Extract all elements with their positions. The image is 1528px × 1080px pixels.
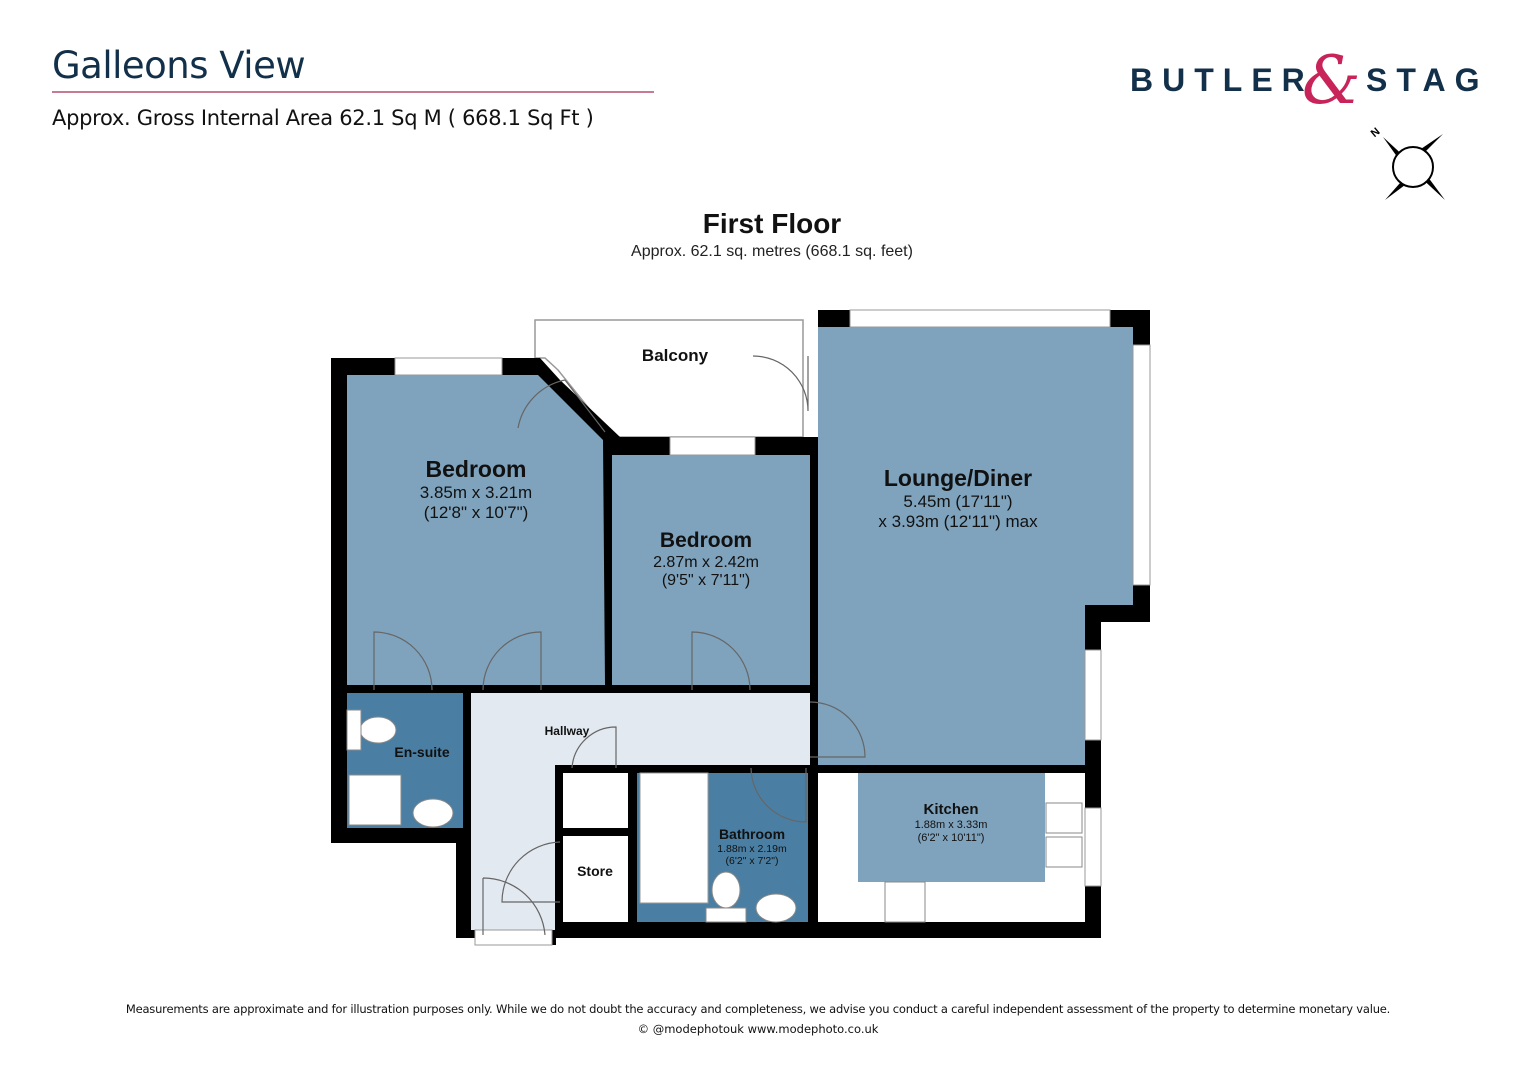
kitchen-label: Kitchen <box>923 801 978 818</box>
windows <box>394 309 1151 946</box>
bath-tub <box>639 772 709 904</box>
bedroom-1 <box>347 375 605 685</box>
balcony-label: Balcony <box>642 346 709 365</box>
lounge-dim-m: 5.45m (17'11") <box>903 492 1012 511</box>
bedroom-1-dim-ft: (12'8" x 10'7") <box>424 503 529 522</box>
title-divider <box>52 91 654 93</box>
store-label: Store <box>577 863 613 879</box>
disclaimer: Measurements are approximate and for ill… <box>125 1002 1391 1016</box>
copyright: © @modephotouk www.modephoto.co.uk <box>637 1022 879 1036</box>
bathroom-dim-ft: (6'2" x 7'2") <box>726 855 779 867</box>
logo-word-right: STAG <box>1366 62 1489 98</box>
hallway <box>471 693 810 930</box>
hallway-label: Hallway <box>545 724 590 738</box>
compass-icon: N <box>1369 126 1445 200</box>
bedroom-1-label: Bedroom <box>426 456 527 482</box>
bedroom-2-label: Bedroom <box>660 529 752 552</box>
cupboard <box>563 773 628 828</box>
kitchen-dim-m: 1.88m x 3.33m <box>915 819 988 831</box>
gross-area: Approx. Gross Internal Area 62.1 Sq M ( … <box>52 106 594 130</box>
lounge-dim-ft: x 3.93m (12'11") max <box>878 512 1038 531</box>
bedroom-2-dim-ft: (9'5" x 7'11") <box>662 572 750 589</box>
bathroom-dim-m: 1.88m x 2.19m <box>717 843 787 855</box>
bedroom-1-dim-m: 3.85m x 3.21m <box>420 483 532 502</box>
bathroom-label: Bathroom <box>719 826 785 842</box>
store <box>563 836 628 922</box>
floor-area: Approx. 62.1 sq. metres (668.1 sq. feet) <box>631 243 913 260</box>
floor-title: First Floor <box>702 208 842 239</box>
logo-ampersand: & <box>1302 42 1361 119</box>
bedroom-2 <box>612 455 810 685</box>
bedroom-2-dim-m: 2.87m x 2.42m <box>653 554 759 571</box>
room-labels: Balcony Bedroom 3.85m x 3.21m (12'8" x 1… <box>394 346 1038 879</box>
brand-logo: BUTLER & STAG <box>1130 42 1480 119</box>
property-title: Galleons View <box>52 44 306 87</box>
lounge-diner <box>818 327 1133 765</box>
kitchen-area <box>858 773 1045 882</box>
door-swings <box>373 355 866 936</box>
logo-word-left: BUTLER <box>1130 62 1314 98</box>
kitchen-dim-ft: (6'2" x 10'11") <box>918 832 985 844</box>
ensuite-label: En-suite <box>394 744 449 760</box>
lounge-label: Lounge/Diner <box>884 465 1032 491</box>
fixtures <box>346 709 1083 923</box>
